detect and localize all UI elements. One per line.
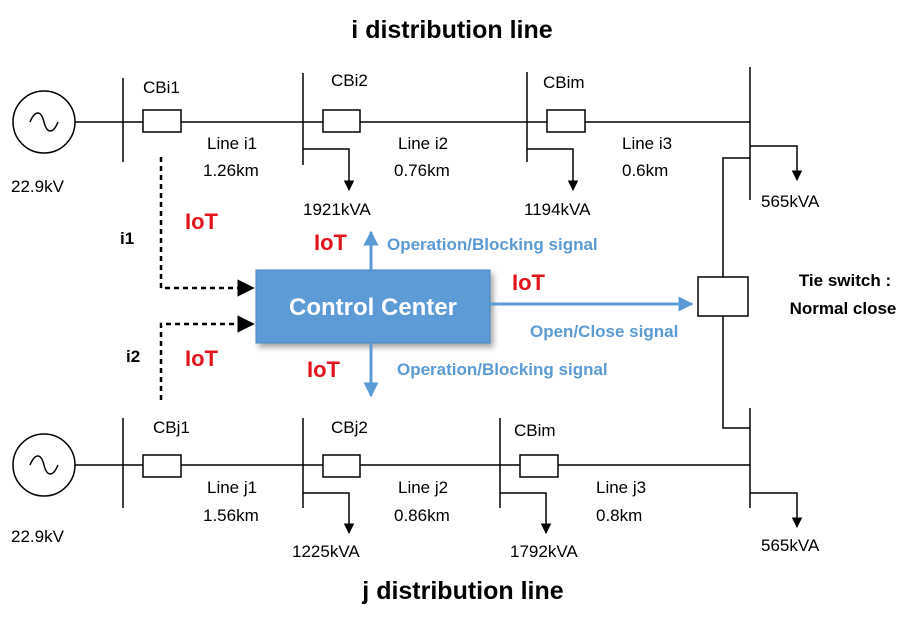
iot-label-down: IoT [307,357,341,382]
j-breaker-m-label: CBim [514,421,556,440]
j-load-1-value: 1225kVA [292,542,360,561]
tie-switch-label-1: Tie switch : [799,271,891,290]
i-segment-2-length: 0.76km [394,161,450,180]
i-breaker-2-label: CBi2 [331,71,368,90]
control-layer: i1 i2 IoT IoT IoT IoT IoT Control Center… [120,157,694,400]
j-segment-1-name: Line j1 [207,478,257,497]
j-load-2-value: 1792kVA [510,542,578,561]
iot-label-tie: IoT [512,270,546,295]
iot-label-up: IoT [314,230,348,255]
i-segment-2-name: Line i2 [398,134,448,153]
tie-switch: Tie switch : Normal close [697,157,897,429]
i-load-2-value: 1194kVA [524,200,591,219]
i-segment-1-length: 1.26km [203,161,259,180]
tie-switch-box[interactable] [697,276,749,317]
signal-tie-label: Open/Close signal [530,322,678,341]
j-breaker-2[interactable] [322,454,361,478]
j-segment-2-length: 0.86km [394,506,450,525]
signal-down-label: Operation/Blocking signal [397,360,608,379]
j-segment-1-length: 1.56km [203,506,259,525]
j-load-1-arrow [303,492,355,535]
j-breaker-2-label: CBj2 [331,418,368,437]
i-load-1-arrow [303,148,355,192]
i-breaker-m-label: CBim [543,73,585,92]
j-segment-2-name: Line j2 [398,478,448,497]
current-i2-path [159,315,255,400]
current-i1-path [159,157,255,297]
j-source-voltage: 22.9kV [11,527,65,546]
j-breaker-m[interactable] [519,454,559,478]
j-load-2-arrow [500,492,552,535]
tie-lower-link [722,316,750,429]
j-feeder: 22.9kV CBj1 CBj2 CBim Line j1 1.56km Lin… [11,408,820,561]
i-segment-1-name: Line i1 [207,134,257,153]
j-breaker-1-label: CBj1 [153,418,190,437]
i-source-voltage: 22.9kV [11,177,65,196]
i-segment-3-name: Line i3 [622,134,672,153]
j-load-3-arrow [750,492,803,529]
i-breaker-1[interactable] [142,109,182,133]
j-source-icon [12,433,76,497]
j-line-title: j distribution line [361,577,563,605]
tie-upper-link [722,157,750,277]
i-breaker-1-label: CBi1 [143,78,180,97]
i-line-title: i distribution line [351,16,552,44]
tie-switch-label-2: Normal close [790,299,897,318]
j-breaker-1[interactable] [142,454,182,478]
iot-label-i: IoT [185,209,219,234]
current-i1-label: i1 [120,229,134,248]
signal-up-label: Operation/Blocking signal [387,235,598,254]
j-segment-3-length: 0.8km [596,506,642,525]
j-segment-3-name: Line j3 [596,478,646,497]
j-load-3-value: 565kVA [761,536,820,555]
i-feeder: 22.9kV CBi1 CBi2 CBim Line i1 1.26km Lin… [11,67,820,219]
i-source-icon [12,90,76,154]
i-segment-3-length: 0.6km [622,161,668,180]
i-breaker-2[interactable] [322,109,361,133]
i-breaker-m[interactable] [546,109,586,133]
i-load-1-value: 1921kVA [303,200,371,219]
i-load-3-arrow [750,145,803,182]
control-center-label: Control Center [289,294,457,321]
i-load-2-arrow [527,148,579,192]
iot-label-j: IoT [185,346,219,371]
i-load-3-value: 565kVA [761,192,820,211]
current-i2-label: i2 [126,347,140,366]
control-center-box[interactable] [255,269,491,344]
